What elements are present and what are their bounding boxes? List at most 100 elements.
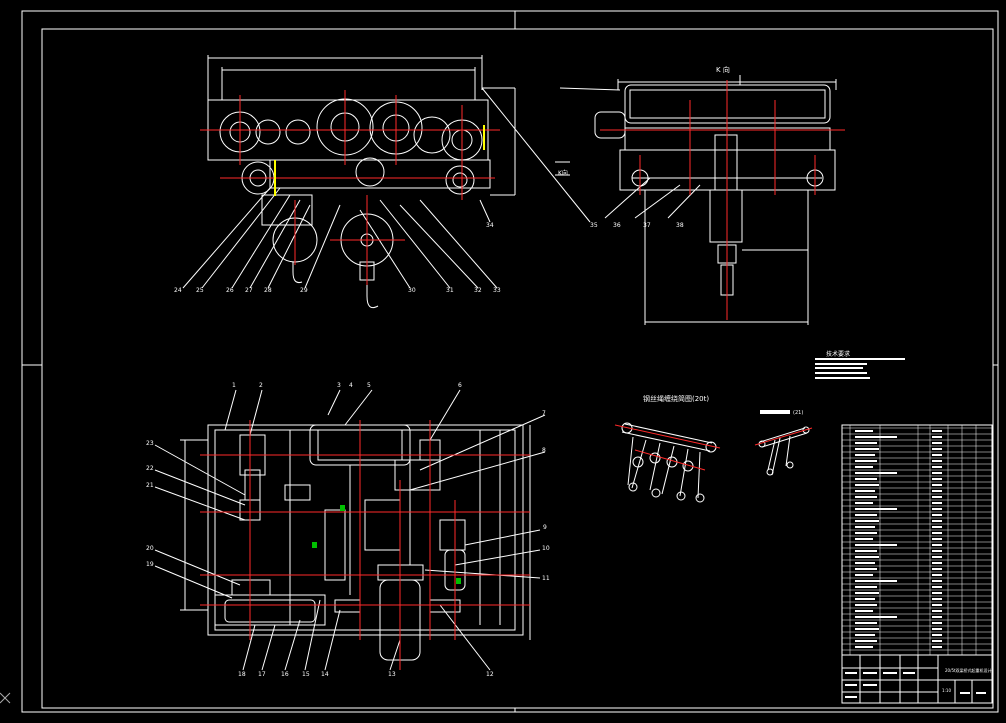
- part-number: 32: [474, 287, 482, 294]
- parts-row-fill: [932, 460, 942, 462]
- parts-row-fill: [932, 514, 942, 516]
- part-number: 29: [300, 287, 308, 294]
- part-number: 23: [146, 440, 154, 447]
- part-number: 18: [238, 671, 246, 678]
- k-view-centerlines: [600, 80, 845, 320]
- part-number: 26: [226, 287, 234, 294]
- parts-row-fill: [932, 592, 942, 594]
- part-number: 27: [245, 287, 253, 294]
- title-block-fill-text: [845, 672, 986, 698]
- parts-row-fill: [855, 460, 877, 462]
- parts-row-fill: [855, 436, 897, 438]
- part-number: 28: [264, 287, 272, 294]
- parts-row-fill: [932, 502, 942, 504]
- parts-row-fill: [855, 556, 879, 558]
- parts-row-fill: [855, 592, 879, 594]
- parts-row-fill: [855, 634, 875, 636]
- part-number: 34: [486, 222, 494, 229]
- parts-row-fill: [855, 640, 877, 642]
- bottom-part-numbers: 1 2 3 4 5 6 7 8 9 10 11 12 18 17 16 15 1…: [146, 382, 550, 678]
- part-number: 33: [493, 287, 501, 294]
- parts-row-fill: [855, 532, 877, 534]
- parts-row-fill: [855, 508, 897, 510]
- parts-row-fill: [855, 586, 877, 588]
- parts-row-fill: [932, 616, 942, 618]
- part-number: 22: [146, 465, 154, 472]
- parts-row-fill: [932, 550, 942, 552]
- parts-row-fill: [855, 538, 873, 540]
- parts-row-fill: [932, 586, 942, 588]
- rope-small-label: (21): [793, 410, 803, 416]
- parts-row-fill: [932, 598, 942, 600]
- plan-view-green-marks: [312, 505, 461, 584]
- k-arrow-label: K向: [558, 169, 568, 177]
- parts-row-fill: [855, 442, 877, 444]
- part-number: 5: [367, 382, 371, 389]
- parts-row-fill: [932, 610, 942, 612]
- parts-row-fill: [855, 544, 897, 546]
- parts-row-fill: [855, 598, 875, 600]
- parts-row-fill: [855, 550, 877, 552]
- parts-row-fill: [932, 442, 942, 444]
- parts-row-fill: [932, 520, 942, 522]
- title-block-scale: 1:10: [942, 688, 951, 693]
- part-number: 4: [349, 382, 353, 389]
- part-number: 11: [542, 575, 550, 582]
- plan-view-centerlines: [200, 420, 530, 670]
- part-number: 36: [613, 222, 621, 229]
- drawing-border: [21, 10, 999, 713]
- part-number: 7: [542, 410, 546, 417]
- part-number: 10: [542, 545, 550, 552]
- parts-row-fill: [932, 436, 942, 438]
- parts-row-fill: [855, 604, 877, 606]
- parts-row-fill: [855, 526, 875, 528]
- title-block: [841, 654, 993, 704]
- rope-diagram-title: 钢丝绳缠绕简图(20t): [643, 394, 709, 403]
- parts-row-fill: [855, 622, 877, 624]
- cursor-icon: [0, 692, 11, 704]
- parts-row-fill: [855, 490, 875, 492]
- part-number: 38: [676, 222, 684, 229]
- parts-row-fill: [855, 430, 873, 432]
- parts-row-fill: [932, 544, 942, 546]
- parts-row-fill: [855, 562, 875, 564]
- parts-row-fill: [855, 478, 877, 480]
- part-number: 15: [302, 671, 310, 678]
- parts-row-fill: [855, 448, 879, 450]
- parts-row-fill: [932, 496, 942, 498]
- part-number: 25: [196, 287, 204, 294]
- part-number: 16: [281, 671, 289, 678]
- rope-diagram-small: [758, 426, 810, 476]
- part-number: 6: [458, 382, 462, 389]
- part-number: 12: [486, 671, 494, 678]
- parts-row-fill: [932, 562, 942, 564]
- parts-row-fill: [932, 490, 942, 492]
- parts-list: [841, 424, 993, 656]
- parts-row-fill: [932, 538, 942, 540]
- part-number: 35: [590, 222, 598, 229]
- rope-small-label-bar: [760, 410, 790, 414]
- top-part-numbers: 24 25 26 27 28 29 30 31 32 33 34 35 36 3…: [174, 222, 684, 294]
- parts-row-fill: [932, 574, 942, 576]
- part-number: 17: [258, 671, 266, 678]
- parts-row-fill: [932, 508, 942, 510]
- parts-row-fill: [932, 526, 942, 528]
- parts-row-fill: [932, 556, 942, 558]
- parts-row-fill: [932, 646, 942, 648]
- parts-row-fill: [932, 532, 942, 534]
- parts-row-fill: [855, 514, 877, 516]
- parts-row-fill: [932, 628, 942, 630]
- parts-row-fill: [855, 484, 879, 486]
- parts-row-fill: [855, 628, 879, 630]
- parts-row-fill: [932, 466, 942, 468]
- rope-diagram-small-red: [754, 427, 813, 446]
- parts-row-fill: [855, 574, 873, 576]
- parts-row-fill: [855, 646, 873, 648]
- parts-row-fill: [932, 448, 942, 450]
- parts-row-fill: [855, 568, 877, 570]
- parts-row-fill: [932, 478, 942, 480]
- parts-row-fill: [855, 502, 873, 504]
- parts-row-fill: [932, 454, 942, 456]
- rope-diagram-large: [621, 422, 717, 503]
